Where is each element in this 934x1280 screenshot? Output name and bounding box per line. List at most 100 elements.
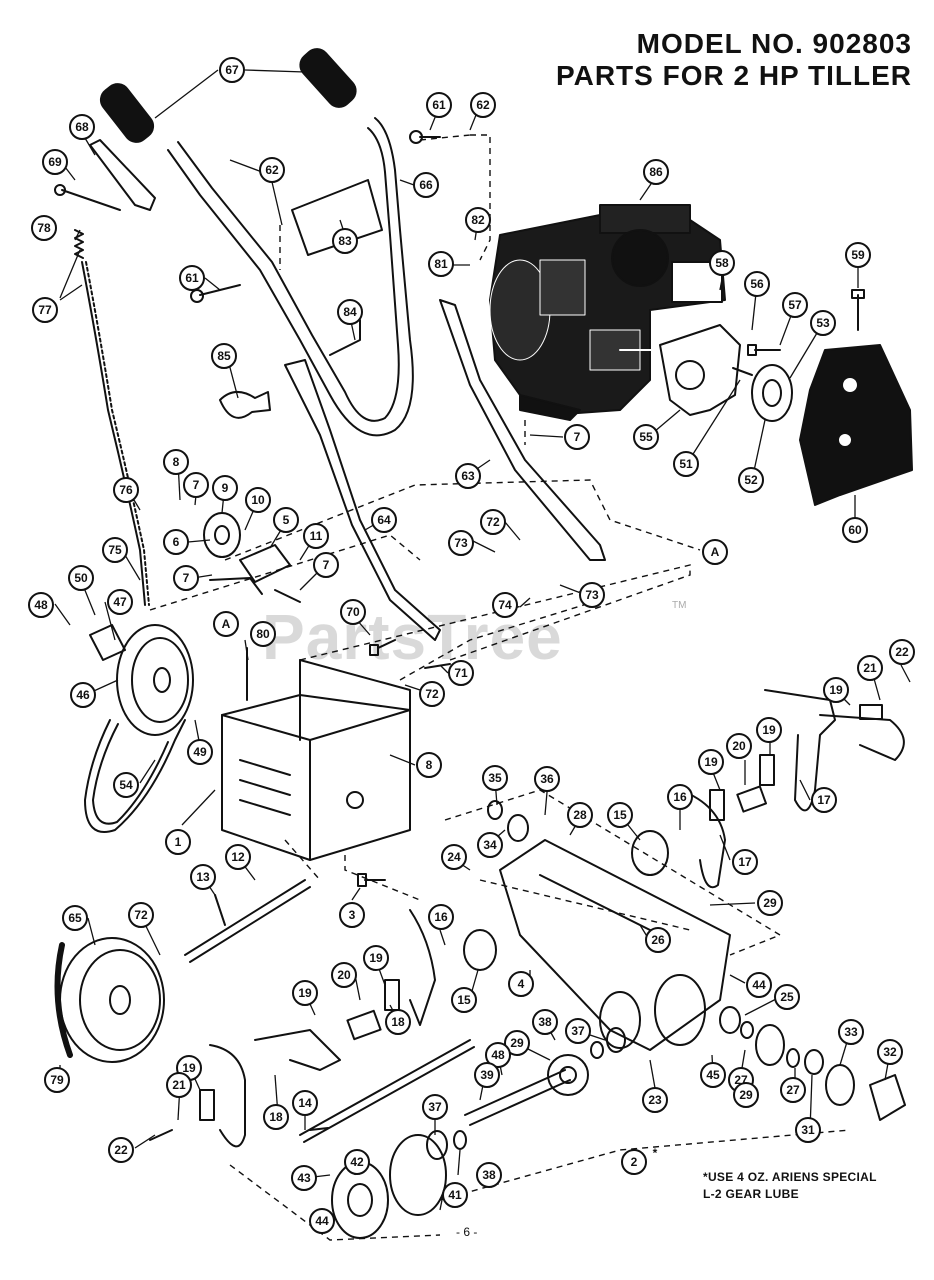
callout-48b: 48 <box>485 1042 511 1068</box>
engine-pulley <box>751 364 793 422</box>
callout-21b: 21 <box>166 1072 192 1098</box>
transmission-frame <box>221 659 411 861</box>
callout-label: 72 <box>425 687 439 701</box>
tine-left-outer <box>209 1044 246 1148</box>
callout-4: 4 <box>508 971 534 997</box>
callout-label: 17 <box>817 793 831 807</box>
callout-label: 7 <box>574 430 581 444</box>
callout-22a: 22 <box>889 639 915 665</box>
callout-52: 52 <box>738 467 764 493</box>
callout-21a: 21 <box>857 655 883 681</box>
callout-label: 86 <box>649 165 663 179</box>
callout-label: 19 <box>182 1061 196 1075</box>
callout-label: 23 <box>648 1093 662 1107</box>
tine-right-outer <box>764 689 836 812</box>
callout-label: 31 <box>801 1123 815 1137</box>
callout-label: 1 <box>175 835 182 849</box>
callout-18a: 18 <box>385 1009 411 1035</box>
callout-label: 29 <box>763 896 777 910</box>
callout-label: 69 <box>48 155 62 169</box>
v-belt <box>84 719 186 833</box>
callout-7b: 7 <box>183 472 209 498</box>
callout-79: 79 <box>44 1067 70 1093</box>
callout-42: 42 <box>344 1149 370 1175</box>
callout-label: 28 <box>573 808 587 822</box>
callout-29b: 29 <box>504 1030 530 1056</box>
callout-37b: 37 <box>422 1094 448 1120</box>
callout-19a: 19 <box>823 677 849 703</box>
callout-72a: 72 <box>480 509 506 535</box>
callout-Aa: A <box>702 539 728 565</box>
callout-76: 76 <box>113 477 139 503</box>
callout-label: 62 <box>476 98 490 112</box>
callout-43: 43 <box>291 1165 317 1191</box>
callout-label: 72 <box>134 908 148 922</box>
callout-label: 14 <box>298 1096 312 1110</box>
throttle-bolt <box>61 189 121 211</box>
callout-label: 76 <box>119 483 133 497</box>
callout-60: 60 <box>842 517 868 543</box>
callout-label: 29 <box>510 1036 524 1050</box>
callout-label: 44 <box>752 978 766 992</box>
callout-label: 53 <box>816 316 830 330</box>
callout-70: 70 <box>340 599 366 625</box>
callout-label: 4 <box>518 977 525 991</box>
callout-12: 12 <box>225 844 251 870</box>
callout-15a: 15 <box>607 802 633 828</box>
handlebar-tube <box>167 117 414 437</box>
callout-label: 22 <box>895 645 909 659</box>
engine <box>489 204 726 421</box>
callout-label: 52 <box>744 473 758 487</box>
callout-label: 19 <box>298 986 312 1000</box>
callout-label: 8 <box>426 758 433 772</box>
callout-label: 38 <box>538 1015 552 1029</box>
callout-label: 2 <box>631 1155 638 1169</box>
callout-77: 77 <box>32 297 58 323</box>
callout-73b: 73 <box>579 582 605 608</box>
axle-shaft <box>184 879 311 963</box>
worm-gear <box>547 1054 589 1096</box>
callout-label: 18 <box>391 1015 405 1029</box>
callout-label: 26 <box>651 933 665 947</box>
callout-5: 5 <box>273 507 299 533</box>
callout-56: 56 <box>744 271 770 297</box>
tine-disc <box>631 830 669 876</box>
callout-label: 78 <box>37 221 51 235</box>
callout-label: 66 <box>419 178 433 192</box>
callout-47: 47 <box>107 589 133 615</box>
callout-label: 22 <box>114 1143 128 1157</box>
callout-label: 21 <box>863 661 877 675</box>
height-adjust-lever <box>219 391 271 419</box>
callout-8a: 8 <box>163 449 189 475</box>
callout-label: 82 <box>471 213 485 227</box>
callout-label: 3 <box>349 908 356 922</box>
callout-23: 23 <box>642 1087 668 1113</box>
callout-7c: 7 <box>173 565 199 591</box>
callout-19c: 19 <box>756 717 782 743</box>
callout-67: 67 <box>219 57 245 83</box>
callout-2: 2 <box>621 1149 647 1175</box>
callout-48a: 48 <box>28 592 54 618</box>
callout-label: 19 <box>762 723 776 737</box>
callout-label: 18 <box>269 1110 283 1124</box>
callout-28: 28 <box>567 802 593 828</box>
hub-cap <box>869 1074 906 1121</box>
callout-label: 27 <box>786 1083 800 1097</box>
callout-label: 79 <box>50 1073 64 1087</box>
callout-46: 46 <box>70 682 96 708</box>
callout-label: 67 <box>225 63 239 77</box>
callout-label: 83 <box>338 234 352 248</box>
callout-label: 47 <box>113 595 127 609</box>
transport-wheel <box>54 937 165 1063</box>
gasket <box>389 1134 447 1216</box>
callout-82: 82 <box>465 207 491 233</box>
callout-label: 8 <box>173 455 180 469</box>
callout-label: 51 <box>679 457 693 471</box>
throttle-spring <box>74 229 84 259</box>
callout-label: 56 <box>750 277 764 291</box>
callout-label: 17 <box>738 855 752 869</box>
drive-pulley <box>755 1024 785 1066</box>
callout-84: 84 <box>337 299 363 325</box>
callout-label: 85 <box>217 349 231 363</box>
